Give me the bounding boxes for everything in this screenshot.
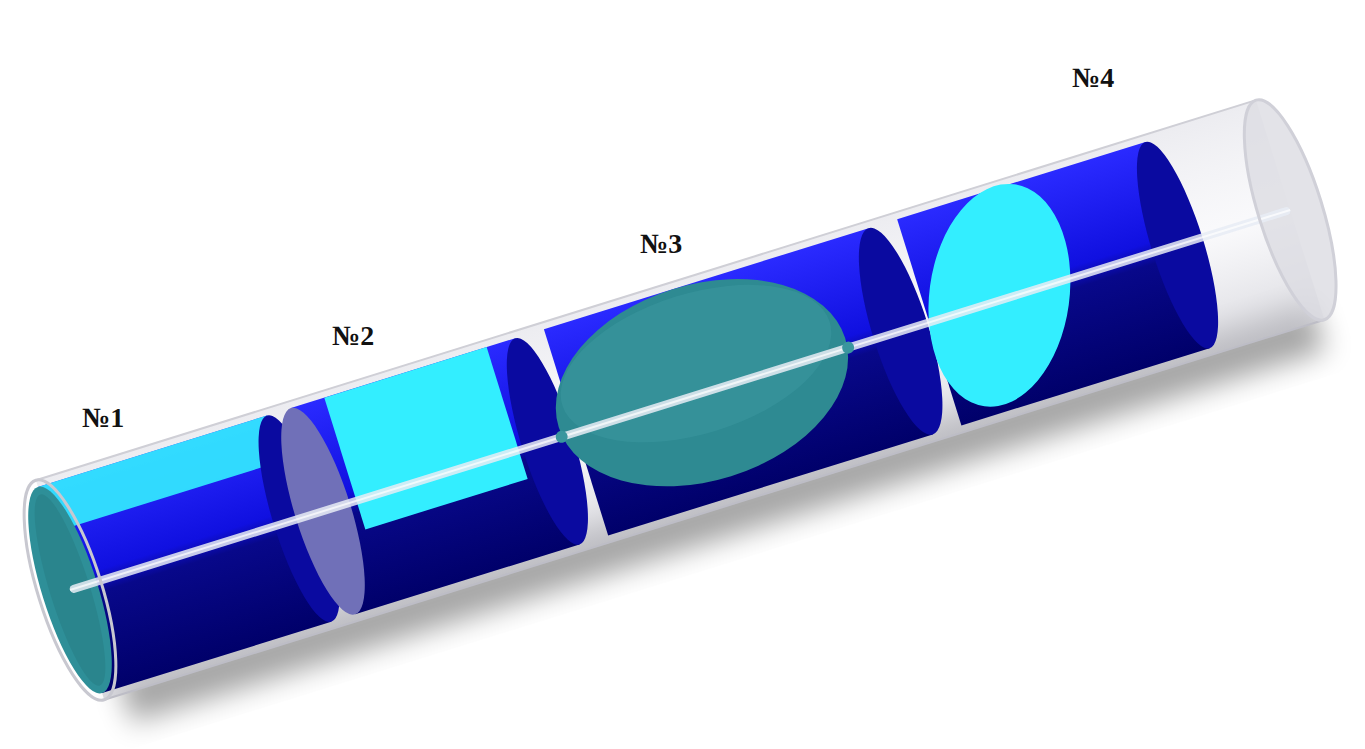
callout-number: №2 <box>332 320 374 352</box>
callout-number: №4 <box>1072 62 1114 94</box>
callout-number: №1 <box>82 402 124 434</box>
callout-number: №3 <box>640 228 682 260</box>
